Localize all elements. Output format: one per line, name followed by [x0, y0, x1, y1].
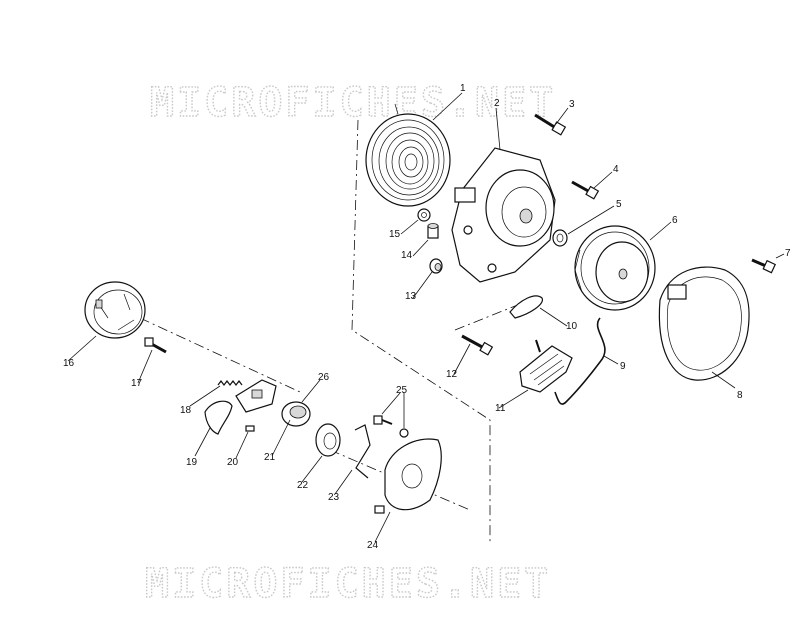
part-pawl [204, 400, 233, 435]
part-bolt-3 [534, 113, 567, 136]
part-rope [554, 317, 606, 405]
callout-17: 17 [131, 378, 143, 389]
part-grip-insert [509, 295, 543, 319]
callout-10: 10 [566, 321, 578, 332]
callout-15: 15 [389, 229, 401, 240]
callout-25: 25 [396, 385, 408, 396]
callout-20: 20 [227, 457, 239, 468]
part-handle [519, 339, 573, 393]
part-washer-15 [417, 208, 431, 222]
part-bolt-4 [571, 180, 600, 200]
part-pin [245, 425, 255, 432]
part-rewind-spring [365, 103, 451, 207]
callout-16: 16 [63, 358, 75, 369]
part-bushing-14 [427, 223, 439, 239]
leader-lines [67, 92, 785, 543]
callout-6: 6 [672, 215, 678, 226]
callout-18: 18 [180, 405, 192, 416]
callout-13: 13 [405, 291, 417, 302]
part-washer-5 [552, 229, 568, 247]
part-screw-washer-25 [373, 415, 409, 438]
callout-24: 24 [367, 540, 379, 551]
callout-labels: 1 2 3 4 5 6 7 8 9 10 11 12 13 14 15 16 1… [63, 83, 791, 551]
callout-1: 1 [460, 83, 466, 94]
part-washer-22 [315, 423, 341, 457]
part-bushing-13 [429, 258, 443, 274]
part-cup [84, 281, 146, 339]
callout-2: 2 [494, 98, 500, 109]
part-starter-housing [451, 147, 556, 283]
watermark-top: MICROFICHES.NET [150, 80, 556, 126]
watermark-bottom: MICROFICHES.NET [145, 561, 551, 607]
part-plate [374, 438, 442, 514]
callout-19: 19 [186, 457, 198, 468]
callout-14: 14 [401, 250, 413, 261]
callout-12: 12 [446, 369, 458, 380]
callout-9: 9 [620, 361, 626, 372]
callout-11: 11 [495, 403, 506, 414]
callout-21: 21 [264, 452, 276, 463]
callout-26: 26 [318, 372, 330, 383]
part-bushing-26 [281, 401, 311, 427]
callout-3: 3 [569, 99, 575, 110]
part-bolt-12 [461, 334, 494, 356]
callout-7: 7 [785, 248, 791, 259]
part-bracket [235, 379, 277, 413]
callout-22: 22 [297, 480, 309, 491]
part-spring-clip [354, 424, 371, 479]
callout-23: 23 [328, 492, 340, 503]
part-cover [658, 266, 750, 381]
callout-8: 8 [737, 390, 743, 401]
part-spring-18 [217, 380, 243, 386]
part-bolt-7 [751, 258, 777, 274]
part-pulley [574, 225, 656, 311]
part-bolt-17 [144, 337, 167, 354]
callout-5: 5 [616, 199, 622, 210]
callout-4: 4 [613, 164, 619, 175]
